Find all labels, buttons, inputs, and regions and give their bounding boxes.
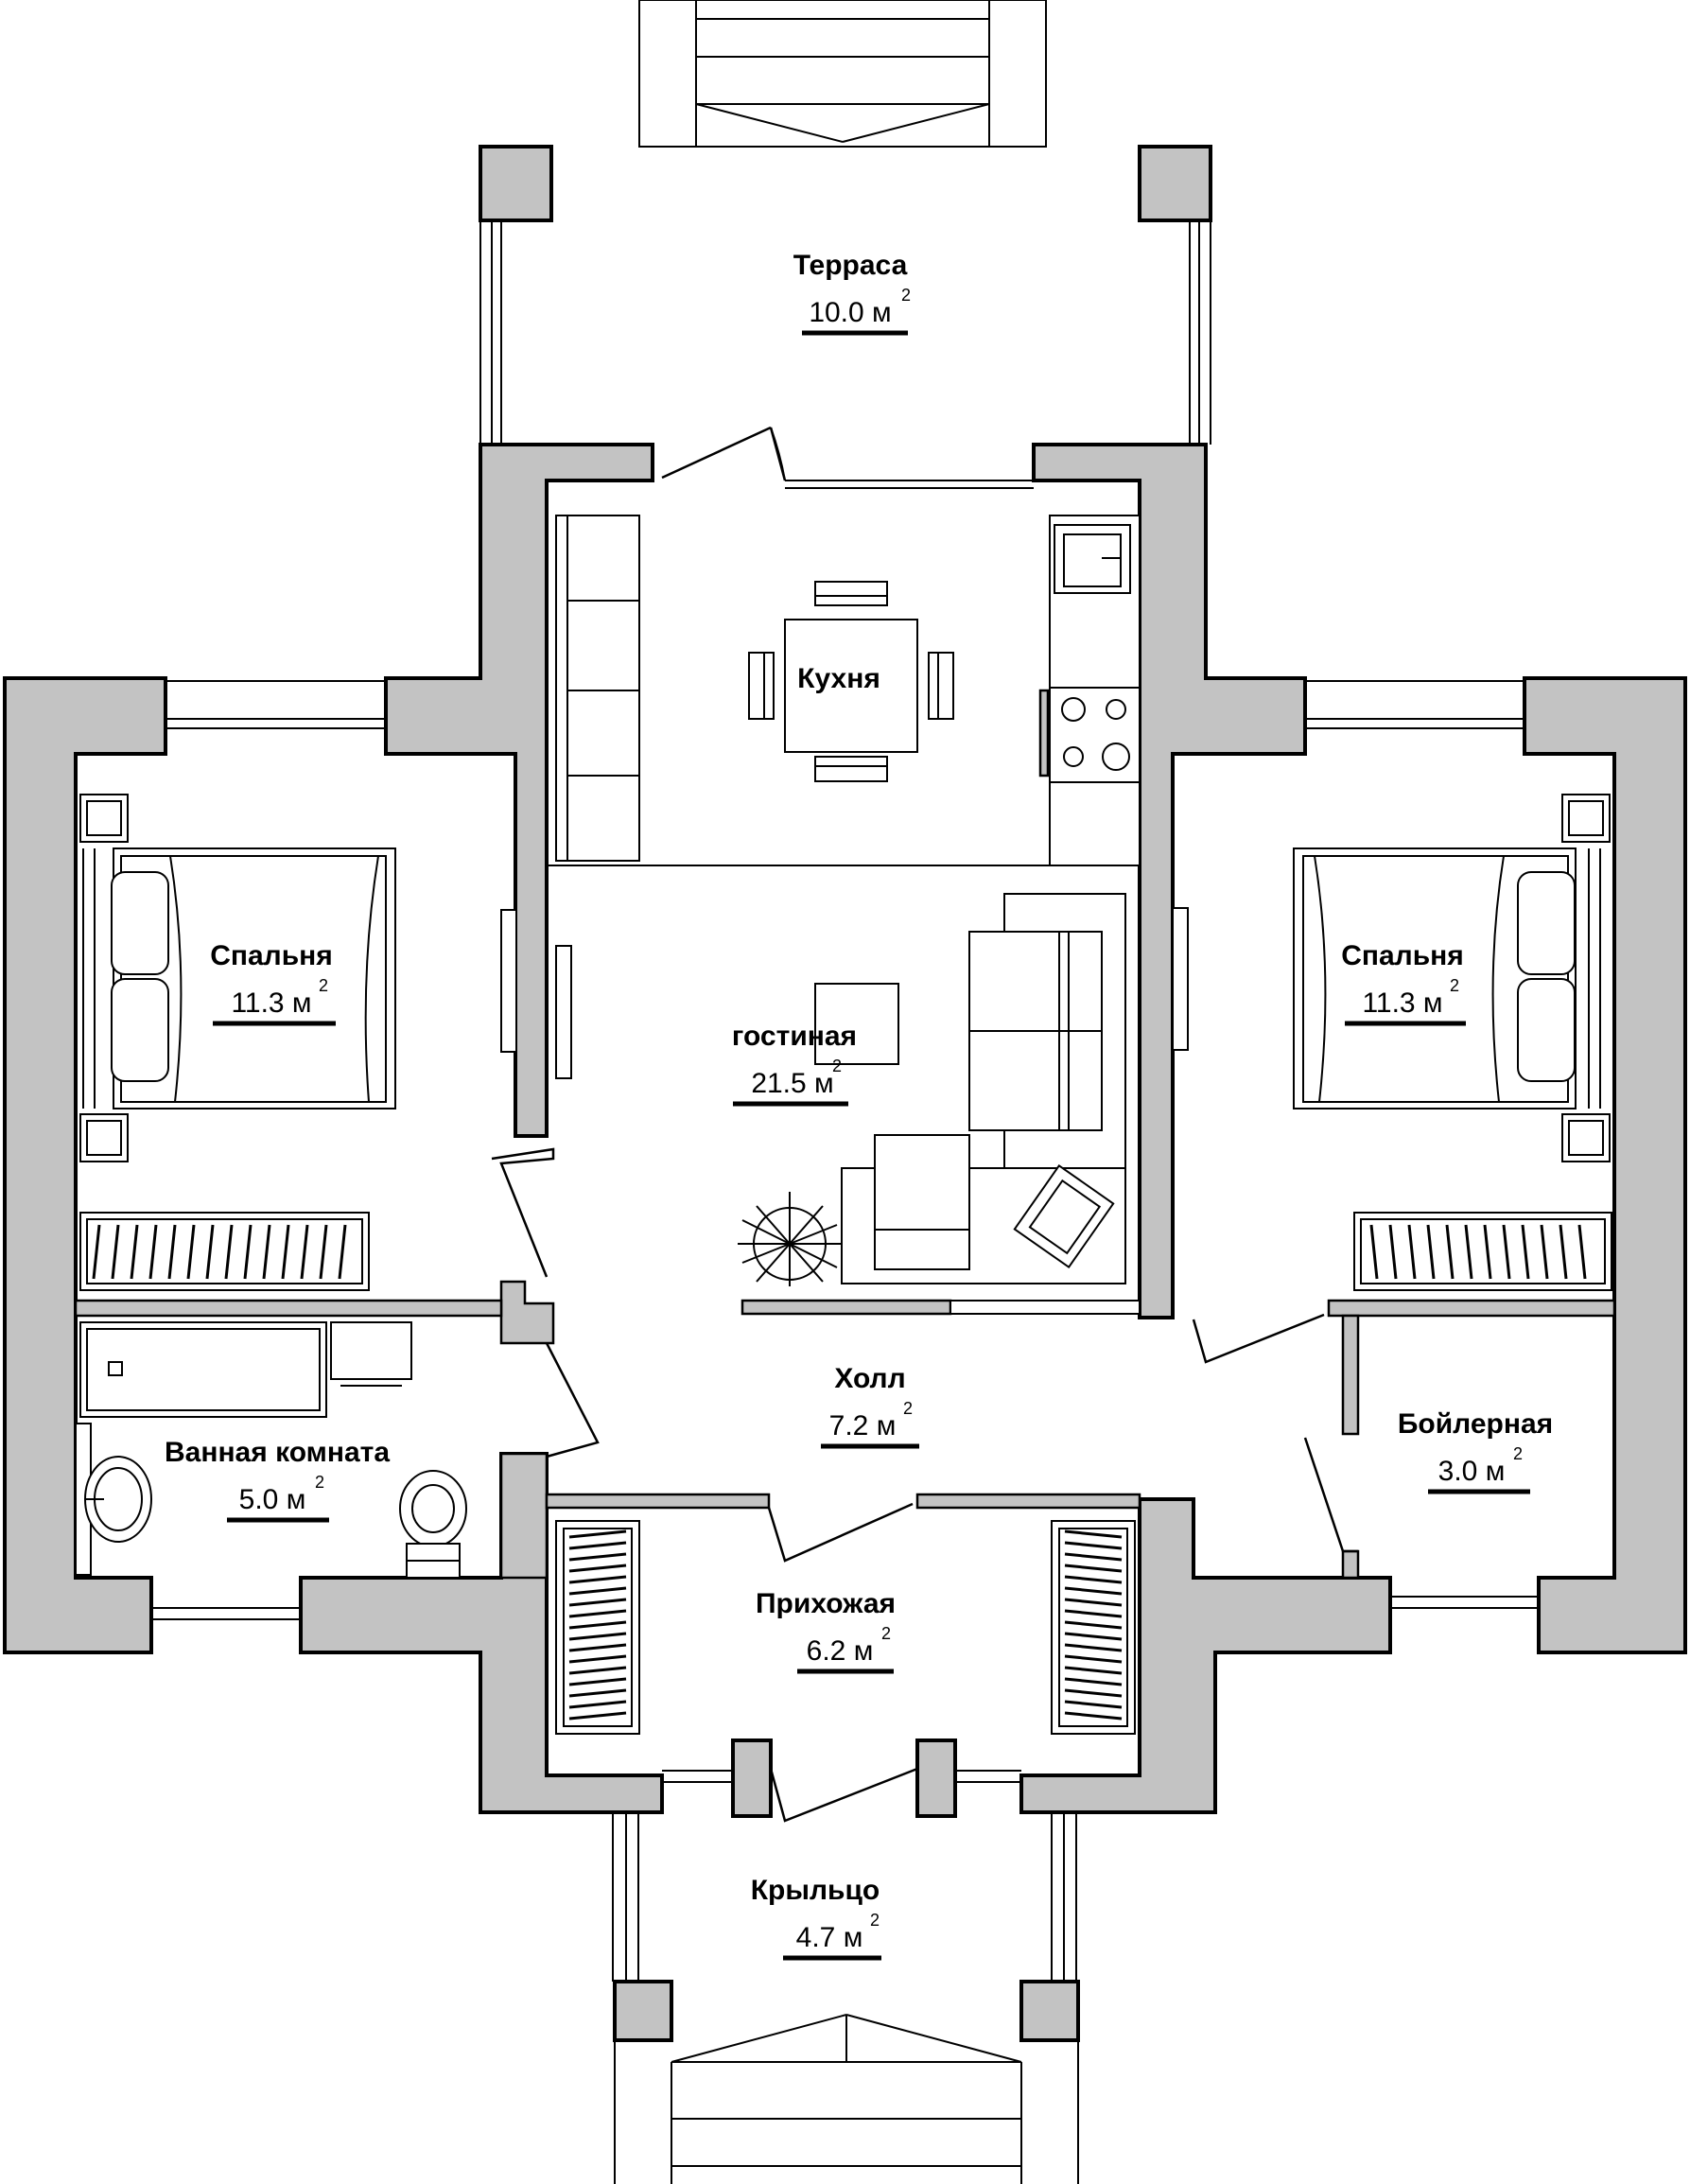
room-area-sup-living: 2 xyxy=(832,1057,842,1075)
room-name-hall: Холл xyxy=(834,1363,905,1394)
stairs xyxy=(638,0,1047,2184)
room-porch: Крыльцо 4.7 м 2 xyxy=(751,1875,881,1961)
room-name-boiler: Бойлерная xyxy=(1398,1408,1553,1440)
room-living: гостиная 21.5 м 2 xyxy=(732,1021,857,1107)
room-area-sup-terrace: 2 xyxy=(901,286,911,305)
room-name-kitchen: Кухня xyxy=(797,663,880,694)
room-name-porch: Крыльцо xyxy=(751,1875,880,1906)
room-name-entry: Прихожая xyxy=(756,1588,896,1619)
room-area-sup-hall: 2 xyxy=(903,1399,913,1418)
columns xyxy=(479,145,1212,2042)
room-area-entry: 6.2 м xyxy=(807,1635,874,1667)
room-area-bedroom-right: 11.3 м xyxy=(1362,987,1442,1019)
room-name-bedroom-left: Спальня xyxy=(210,940,333,971)
room-labels: Терраса 10.0 м 2 Кухня Спальня 11.3 м 2 … xyxy=(165,250,1553,1961)
doors xyxy=(491,426,1358,1823)
windows xyxy=(151,220,1539,2184)
room-area-living: 21.5 м xyxy=(751,1068,833,1099)
room-area-sup-porch: 2 xyxy=(870,1911,880,1930)
room-area-sup-entry: 2 xyxy=(881,1624,891,1643)
room-hall: Холл 7.2 м 2 xyxy=(821,1363,919,1449)
room-name-bedroom-right: Спальня xyxy=(1341,940,1464,971)
room-bedroom-left: Спальня 11.3 м 2 xyxy=(210,940,336,1026)
room-name-terrace: Терраса xyxy=(793,250,908,281)
room-bathroom: Ванная комната 5.0 м 2 xyxy=(165,1437,390,1523)
wardrobe-hangers xyxy=(92,1224,1587,1721)
room-area-sup-bathroom: 2 xyxy=(315,1473,324,1492)
room-name-bathroom: Ванная комната xyxy=(165,1437,390,1468)
room-bedroom-right: Спальня 11.3 м 2 xyxy=(1341,940,1466,1026)
room-area-sup-bedroom-left: 2 xyxy=(319,976,328,995)
plant-icon xyxy=(738,1192,842,1286)
room-area-bedroom-left: 11.3 м xyxy=(231,987,311,1019)
room-area-sup-bedroom-right: 2 xyxy=(1450,976,1459,995)
furniture xyxy=(75,515,1612,1735)
room-area-hall: 7.2 м xyxy=(829,1410,897,1441)
exterior-walls xyxy=(3,443,1687,1814)
room-area-terrace: 10.0 м xyxy=(809,297,891,328)
room-terrace: Терраса 10.0 м 2 xyxy=(793,250,911,336)
room-area-boiler: 3.0 м xyxy=(1438,1456,1506,1487)
room-name-living: гостиная xyxy=(732,1021,857,1052)
room-kitchen: Кухня xyxy=(797,663,880,694)
room-area-porch: 4.7 м xyxy=(796,1922,863,1953)
interior-partitions xyxy=(74,865,1616,1580)
room-area-sup-boiler: 2 xyxy=(1513,1444,1523,1463)
room-boiler: Бойлерная 3.0 м 2 xyxy=(1398,1408,1553,1494)
room-entry: Прихожая 6.2 м 2 xyxy=(756,1588,896,1674)
room-area-bathroom: 5.0 м xyxy=(239,1484,306,1515)
